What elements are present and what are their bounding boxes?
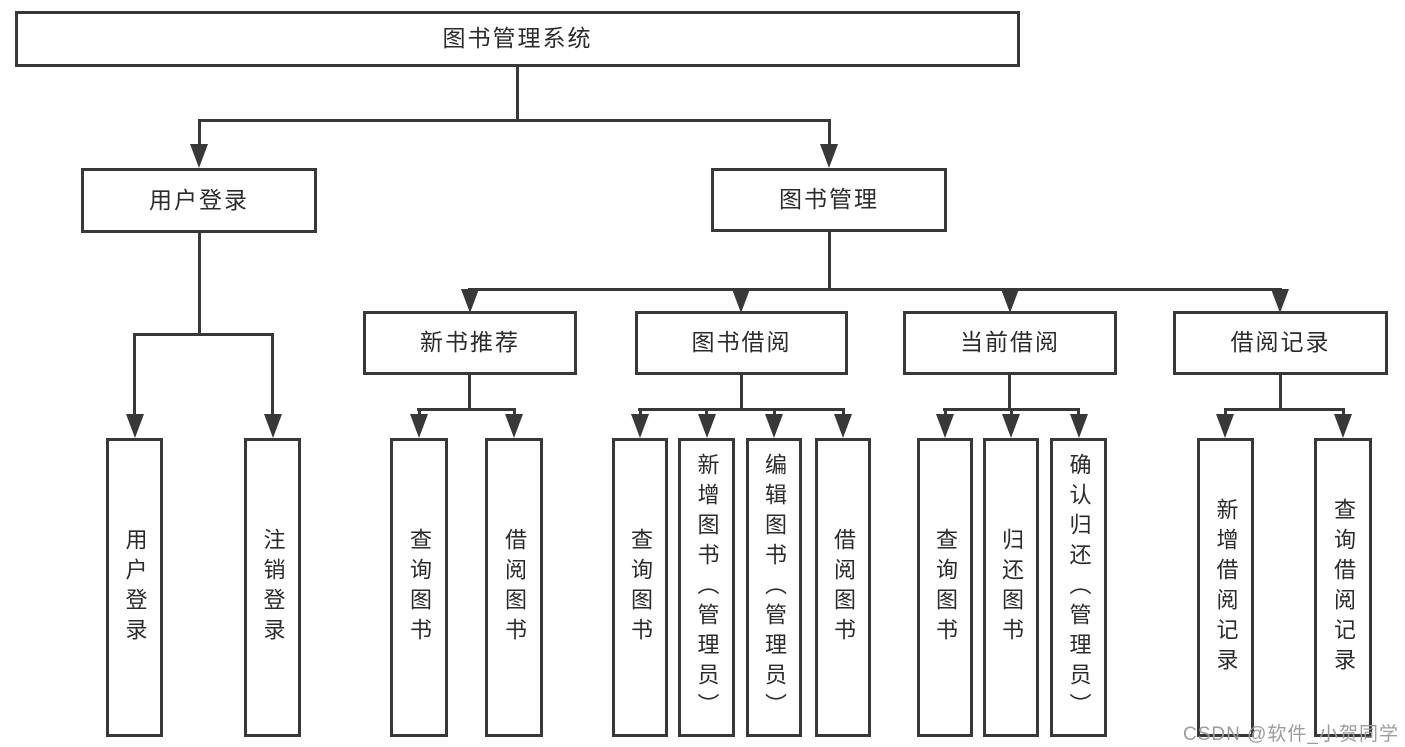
leaf-confirm-return-admin: 确认归还（管理员） [1050,438,1107,737]
node-current-borrow: 当前借阅 [903,311,1117,375]
arrow-down-icon [1002,414,1020,438]
connector-current-stem [1008,375,1011,411]
arrow-down-icon [1271,289,1289,313]
arrow-down-icon [698,414,716,438]
connector-to-book-mgmt [828,119,831,149]
leaf-edit-books-admin: 编辑图书（管理员） [746,438,802,737]
arrow-down-icon [190,144,208,168]
connector-root-stem [516,67,519,121]
arrow-down-icon [461,289,479,313]
connector-leaf-shaft [1010,408,1013,418]
connector-leaf-shaft [418,408,421,418]
connector-leaf-shaft [773,408,776,418]
arrow-down-icon [264,414,282,438]
node-book-management: 图书管理 [711,168,947,232]
connector-leaf-shaft [513,408,516,418]
arrow-down-icon [1001,289,1019,313]
arrow-down-icon [1334,414,1352,438]
arrow-down-icon [820,144,838,168]
connector-to-user-login [198,119,201,149]
csdn-watermark: CSDN @软件_小贺同学 [1183,724,1399,745]
leaf-query-borrow-record: 查询借阅记录 [1314,438,1372,737]
connector-borrow-split [638,408,845,411]
arrow-down-icon [505,414,523,438]
connector-leaf-shaft [842,408,845,418]
arrow-down-icon [1070,414,1088,438]
arrow-down-icon [410,414,428,438]
node-root-system: 图书管理系统 [15,11,1020,67]
connector-leaf-shaft [639,408,642,418]
arrow-down-icon [1216,414,1234,438]
leaf-add-books-admin: 新增图书（管理员） [678,438,735,737]
connector-user-login-split [133,333,274,336]
connector-book-mgmt-stem [828,232,831,291]
connector-recommend-stem [468,375,471,411]
leaf-borrow-query-books: 查询图书 [612,438,668,737]
arrow-down-icon [631,414,649,438]
arrow-down-icon [936,414,954,438]
connector-leaf-shaft [1224,408,1227,418]
arrow-down-icon [765,414,783,438]
connector-level3-split [468,288,1282,291]
connector-leaf-shaft [944,408,947,418]
leaf-borrow-books: 借阅图书 [815,438,871,737]
connector-user-login-stem [198,233,201,336]
connector-level2-split [198,119,831,122]
arrow-down-icon [126,414,144,438]
leaf-current-query-books: 查询图书 [917,438,973,737]
connector-leaf-shaft [1342,408,1345,418]
node-borrow-record: 借阅记录 [1173,311,1388,375]
node-book-borrow: 图书借阅 [635,311,848,375]
connector-record-split [1224,408,1345,411]
connector-record-stem [1279,375,1282,411]
connector-leaf-shaft [1077,408,1080,418]
arrow-down-icon [732,289,750,313]
leaf-recommend-query-books: 查询图书 [390,438,448,737]
leaf-recommend-borrow-books: 借阅图书 [485,438,543,737]
connector-to-leaf-logout [271,333,274,418]
connector-leaf-shaft [705,408,708,418]
connector-recommend-split [417,408,516,411]
leaf-user-login: 用户登录 [106,438,163,737]
connector-to-leaf-login [133,333,136,418]
leaf-logout: 注销登录 [244,438,301,737]
leaf-return-books: 归还图书 [983,438,1039,737]
node-new-book-recommend: 新书推荐 [363,311,577,375]
connector-borrow-stem [740,375,743,411]
node-user-login: 用户登录 [81,168,317,233]
leaf-add-borrow-record: 新增借阅记录 [1197,438,1254,737]
arrow-down-icon [834,414,852,438]
